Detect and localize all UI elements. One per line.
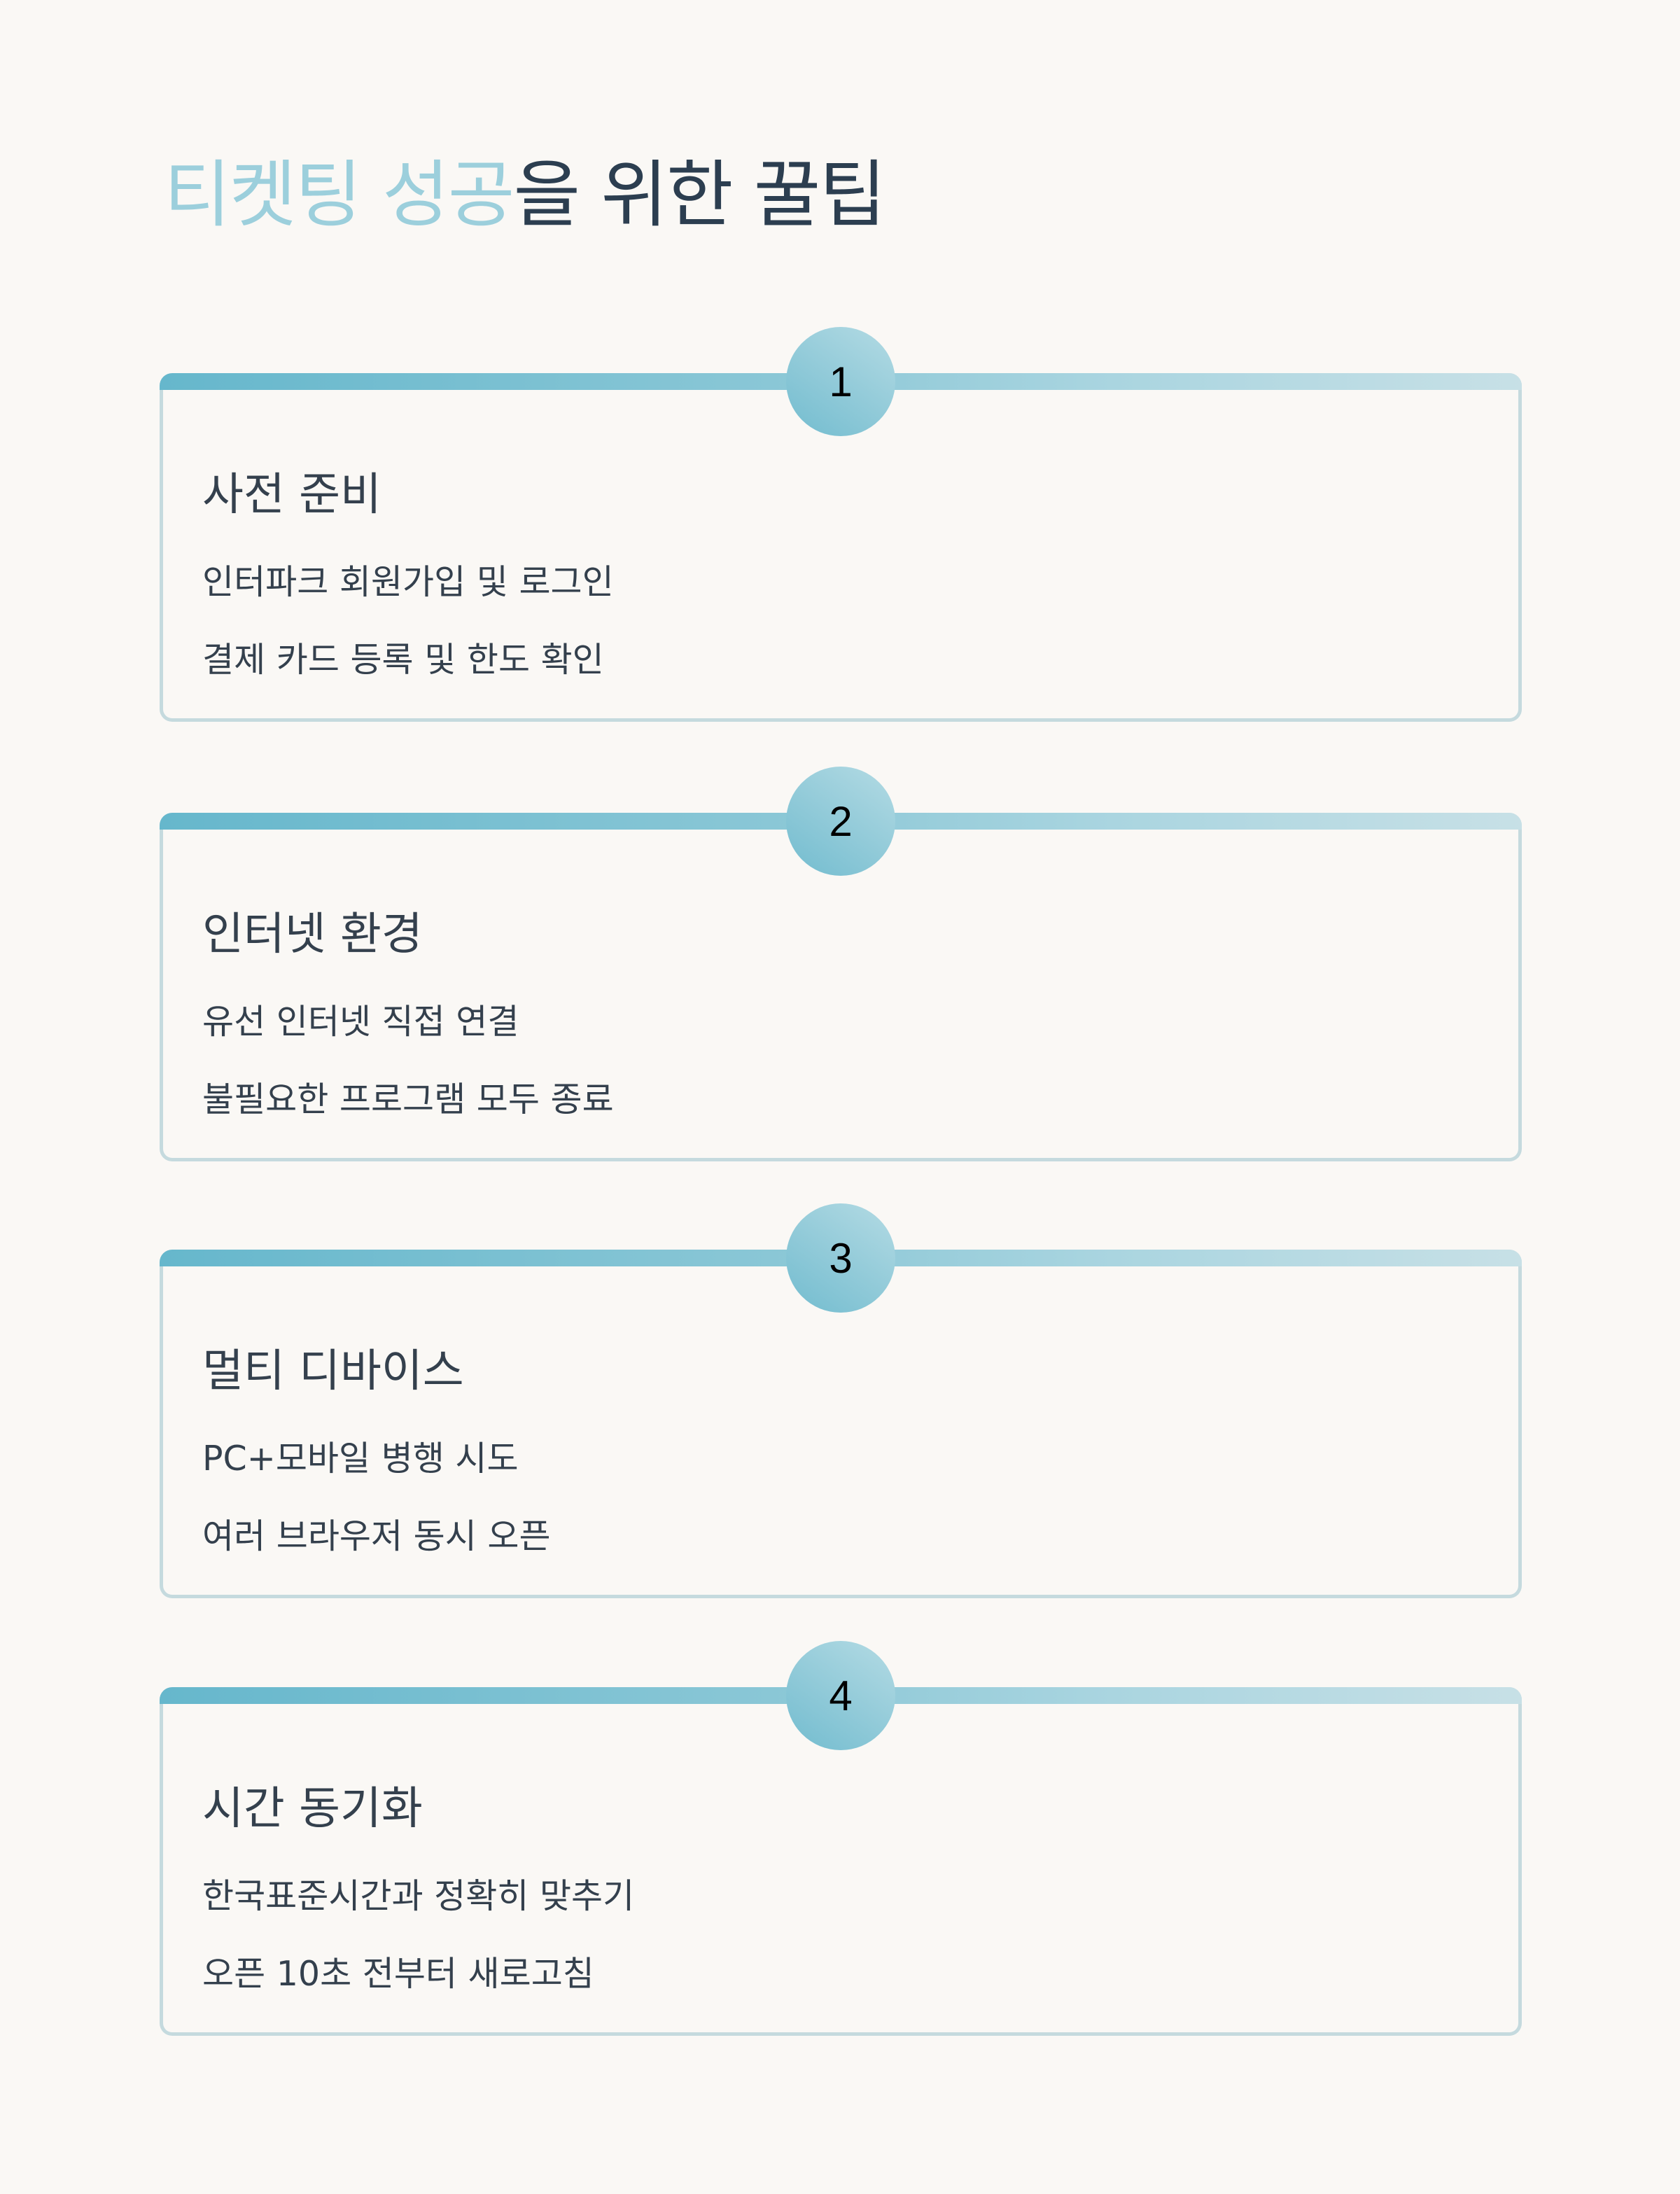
step-number-badge: 4 bbox=[786, 1641, 895, 1750]
tip-item: 불필요한 프로그램 모두 종료 bbox=[202, 1079, 614, 1119]
tip-item: 결제 카드 등록 및 한도 확인 bbox=[202, 640, 604, 680]
tip-item: 유선 인터넷 직접 연결 bbox=[202, 1002, 519, 1042]
card-heading: 시간 동기화 bbox=[202, 1783, 423, 1835]
tip-list: 유선 인터넷 직접 연결 불필요한 프로그램 모두 종료 bbox=[202, 983, 614, 1138]
card-heading: 인터넷 환경 bbox=[202, 909, 423, 960]
tip-item: 오픈 10초 전부터 새로고침 bbox=[202, 1954, 594, 1994]
card-heading: 사전 준비 bbox=[202, 469, 382, 521]
card-heading: 멀티 디바이스 bbox=[202, 1346, 464, 1397]
tip-item: 여러 브라우저 동시 오픈 bbox=[202, 1516, 551, 1556]
tip-card-time-sync: 4 시간 동기화 한국표준시간과 정확히 맞추기 오픈 10초 전부터 새로고침 bbox=[160, 1641, 1522, 2036]
step-number-badge: 2 bbox=[786, 767, 895, 876]
tip-card-prep: 1 사전 준비 인터파크 회원가입 및 로그인 결제 카드 등록 및 한도 확인 bbox=[160, 327, 1522, 722]
tip-list: 인터파크 회원가입 및 로그인 결제 카드 등록 및 한도 확인 bbox=[202, 543, 614, 699]
page-title-accent: 티켓팅 성공 bbox=[164, 152, 514, 237]
tip-card-internet: 2 인터넷 환경 유선 인터넷 직접 연결 불필요한 프로그램 모두 종료 bbox=[160, 767, 1522, 1161]
tip-list: 한국표준시간과 정확히 맞추기 오픈 10초 전부터 새로고침 bbox=[202, 1857, 634, 2013]
step-number-badge: 1 bbox=[786, 327, 895, 436]
tip-card-multi-device: 3 멀티 디바이스 PC+모바일 병행 시도 여러 브라우저 동시 오픈 bbox=[160, 1203, 1522, 1598]
tip-item: 인터파크 회원가입 및 로그인 bbox=[202, 562, 614, 602]
page-title: 티켓팅 성공을 위한 꿀팁 bbox=[164, 146, 886, 244]
tip-list: PC+모바일 병행 시도 여러 브라우저 동시 오픈 bbox=[202, 1420, 551, 1575]
step-number-badge: 3 bbox=[786, 1203, 895, 1313]
tip-item: PC+모바일 병행 시도 bbox=[202, 1439, 519, 1479]
tip-item: 한국표준시간과 정확히 맞추기 bbox=[202, 1876, 635, 1916]
page-title-rest: 을 위한 꿀팁 bbox=[513, 152, 886, 237]
